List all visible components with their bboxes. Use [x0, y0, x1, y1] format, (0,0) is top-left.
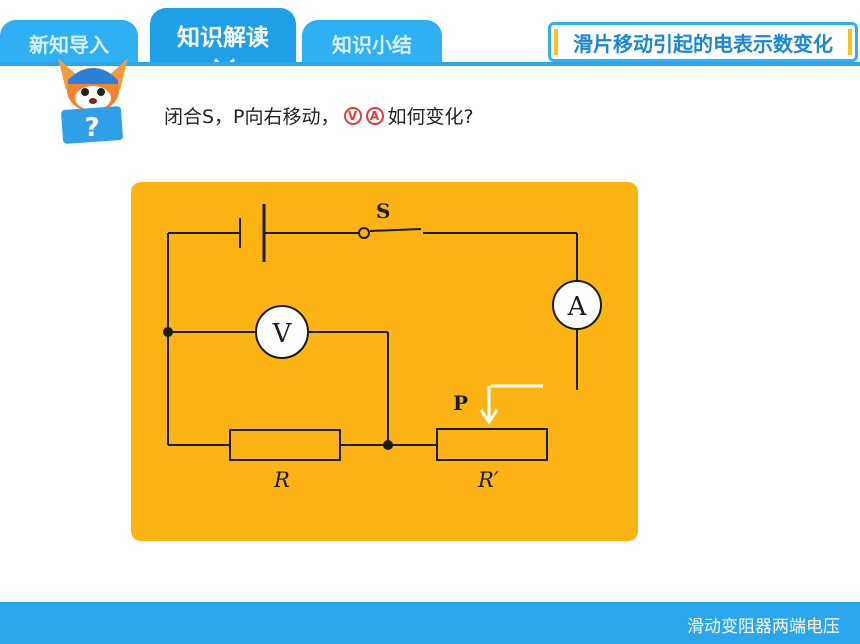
fox-eye-left [81, 88, 89, 96]
fox-nose [89, 98, 97, 104]
tab-label: 新知导入 [29, 32, 109, 57]
ammeter [552, 280, 602, 330]
question-sign [61, 106, 123, 144]
footer-bar: 滑动变阻器两端电压 [0, 602, 860, 644]
rheostat-r-prime [436, 428, 548, 461]
tab-label: 知识解读 [177, 25, 269, 51]
question-mark-icon: ? [84, 113, 99, 143]
tab-knowledge-interpretation[interactable]: 知识解读 [150, 8, 296, 72]
voltmeter-label: V [272, 319, 293, 349]
switch-blade [369, 228, 422, 232]
ammeter-symbol-icon: A [365, 106, 384, 125]
rheostat-label: R′ [477, 468, 499, 492]
top-navigation: 新知导入 知识小结 知识解读 滑片移动引起的电表示数变化 [0, 0, 860, 72]
switch-label: S [376, 199, 390, 223]
slider-label: P [453, 391, 468, 415]
question-main: 闭合S，P向右移动， [164, 106, 340, 128]
resistor-label: R [273, 468, 290, 492]
ammeter-label: A [567, 292, 588, 322]
fox-eye-right [97, 88, 105, 96]
mascot-fox-icon: ? [58, 58, 128, 144]
voltmeter-symbol-icon: V [343, 106, 362, 125]
tab-new-knowledge[interactable]: 新知导入 [0, 20, 138, 66]
junction-left [163, 327, 173, 337]
tab-summary[interactable]: 知识小结 [302, 20, 442, 66]
topbar-divider [0, 62, 860, 66]
tab-label: 知识小结 [332, 32, 412, 57]
question-suffix: 如何变化? [387, 106, 474, 128]
resistor-r [229, 429, 341, 461]
voltmeter [255, 305, 309, 359]
chevron-down-icon [213, 49, 236, 72]
page-title-text: 滑片移动引起的电表示数变化 [573, 31, 833, 56]
question-text: 闭合S，P向右移动， V A 如何变化? [164, 102, 474, 129]
circuit-diagram: A V S P R R′ [163, 199, 602, 492]
switch-pivot [358, 227, 370, 239]
slider-arrow-icon [479, 409, 499, 425]
junction-bottom [383, 440, 393, 450]
footer-caption: 滑动变阻器两端电压 [687, 617, 840, 637]
circuit-diagram-panel: A V S P R R′ [131, 182, 638, 541]
page-title: 滑片移动引起的电表示数变化 [548, 22, 858, 62]
fox-cap [68, 68, 118, 84]
